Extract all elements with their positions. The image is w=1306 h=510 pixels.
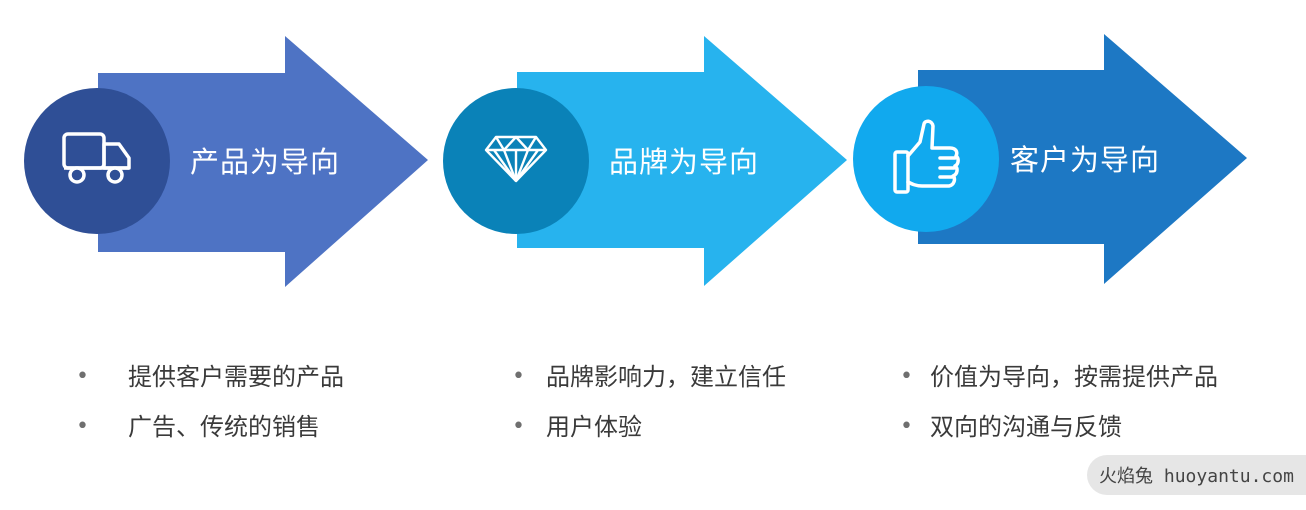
- step-3-arrow: [918, 34, 1247, 284]
- list-item: • 用户体验: [512, 408, 852, 458]
- step-3-icon-circle: [853, 86, 999, 232]
- bullet-text: 品牌影响力，建立信任: [546, 363, 786, 391]
- step-3-title: 客户为导向: [1010, 143, 1161, 177]
- step-2-title: 品牌为导向: [609, 145, 760, 179]
- step-1-title: 产品为导向: [190, 145, 341, 179]
- truck-icon: [61, 129, 133, 193]
- bullet-text: 用户体验: [546, 413, 642, 441]
- step-3-bullet-list: • 价值为导向，按需提供产品 • 双向的沟通与反馈: [900, 358, 1280, 458]
- bullet-text: 提供客户需要的产品: [128, 363, 344, 391]
- bullet-icon: •: [512, 364, 525, 389]
- watermark: 火焰兔 huoyantu.com: [1087, 455, 1306, 495]
- step-1-icon-circle: [24, 88, 170, 234]
- diamond-icon: [483, 134, 549, 188]
- step-2-icon-circle: [443, 88, 589, 234]
- step-1-arrow: [98, 36, 428, 287]
- bullet-icon: •: [900, 364, 913, 389]
- bullet-text: 价值为导向，按需提供产品: [930, 363, 1218, 391]
- bullet-text: 双向的沟通与反馈: [930, 413, 1122, 441]
- list-item: • 广告、传统的销售: [76, 408, 416, 458]
- list-item: • 品牌影响力，建立信任: [512, 358, 852, 408]
- bullet-icon: •: [76, 364, 89, 389]
- bullet-text: 广告、传统的销售: [128, 413, 320, 441]
- bullet-icon: •: [512, 414, 525, 439]
- step-2-arrow: [517, 36, 847, 286]
- list-item: • 价值为导向，按需提供产品: [900, 358, 1280, 408]
- list-item: • 提供客户需要的产品: [76, 358, 416, 408]
- bullet-icon: •: [900, 414, 913, 439]
- list-item: • 双向的沟通与反馈: [900, 408, 1280, 458]
- bullet-icon: •: [76, 414, 89, 439]
- thumbs-up-icon: [892, 118, 960, 200]
- step-2-bullet-list: • 品牌影响力，建立信任 • 用户体验: [512, 358, 852, 458]
- step-1-bullet-list: • 提供客户需要的产品 • 广告、传统的销售: [76, 358, 416, 458]
